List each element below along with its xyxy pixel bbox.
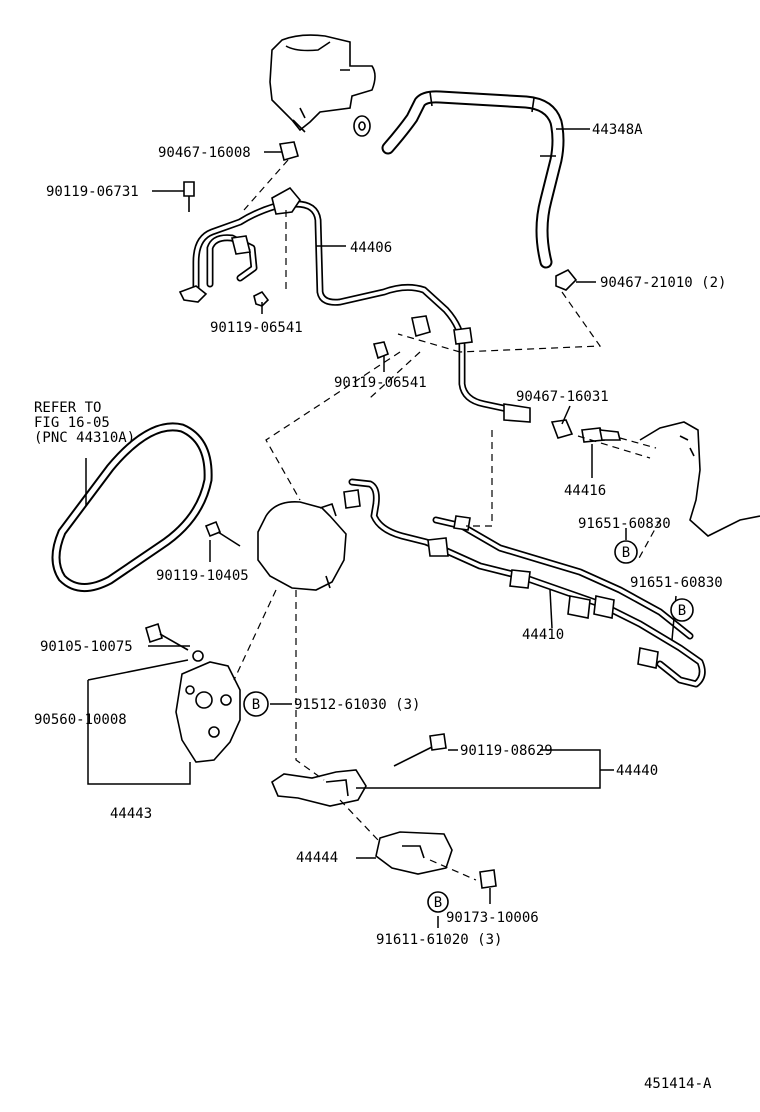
label-90560-10008: 90560-10008	[34, 712, 127, 728]
bracket-44444	[375, 831, 453, 875]
label-90119-06731: 90119-06731	[46, 184, 139, 200]
svg-text:B: B	[434, 895, 442, 911]
label-refer-pnc: (PNC 44310A)	[34, 430, 135, 446]
bolt-90119-10405	[204, 520, 241, 547]
label-44406: 44406	[350, 240, 392, 256]
label-refer-fig: FIG 16-05	[34, 415, 110, 431]
label-44443: 44443	[110, 806, 152, 822]
bolt-90119-06541-b	[372, 341, 389, 360]
label-footer-code: 451414-A	[644, 1076, 712, 1092]
clamp-90467-16031	[550, 419, 574, 439]
bracket-44443	[175, 661, 241, 763]
bolt-90119-06541-a	[253, 290, 270, 307]
union-fitting-44416	[581, 427, 622, 443]
leader-lines	[85, 128, 677, 928]
label-44348A: 44348A	[592, 122, 643, 138]
svg-text:B: B	[252, 697, 260, 713]
bolt-90119-08629	[393, 733, 447, 767]
bolt-90105-10075	[145, 622, 189, 651]
svg-text:B: B	[678, 603, 686, 619]
bracket-44440	[271, 769, 367, 807]
label-44440: 44440	[616, 763, 658, 779]
label-90119-06541-a: 90119-06541	[210, 320, 303, 336]
label-90467-16008: 90467-16008	[158, 145, 251, 161]
label-91611-61020: 91611-61020 (3)	[376, 932, 502, 948]
nut-90173-10006	[479, 869, 497, 889]
label-90105-10075: 90105-10075	[40, 639, 133, 655]
label-90119-06541-b: 90119-06541	[334, 375, 427, 391]
steering-gear-housing	[639, 421, 760, 537]
svg-text:B: B	[622, 545, 630, 561]
label-91651-60830-a: 91651-60830	[578, 516, 671, 532]
label-90467-21010: 90467-21010 (2)	[600, 275, 726, 291]
washer-90560-10008	[192, 650, 204, 662]
b-marker-1: B	[614, 540, 638, 564]
return-hose-44348A	[381, 90, 565, 269]
label-refer-to: REFER TO	[34, 400, 101, 416]
clamp-top-center	[353, 115, 371, 137]
pressure-tube-44406	[178, 186, 531, 423]
b-marker-2: B	[670, 598, 694, 622]
label-90467-16031: 90467-16031	[516, 389, 609, 405]
b-marker-3: B	[243, 691, 269, 717]
label-90173-10006: 90173-10006	[446, 910, 539, 926]
bolt-90119-06731	[183, 181, 195, 212]
label-90119-08629: 90119-08629	[460, 743, 553, 759]
b-marker-4: B	[427, 891, 449, 913]
label-44410: 44410	[522, 627, 564, 643]
label-44444: 44444	[296, 850, 338, 866]
label-91651-60830-b: 91651-60830	[630, 575, 723, 591]
drive-belt	[51, 422, 213, 592]
pressure-tube-44410	[343, 478, 706, 688]
label-91512-61030: 91512-61030 (3)	[294, 697, 420, 713]
label-44416: 44416	[564, 483, 606, 499]
clamp-90467-16008	[279, 141, 299, 161]
dashed-guides	[233, 159, 661, 881]
clamp-90467-21010	[555, 268, 578, 291]
label-90119-10405: 90119-10405	[156, 568, 249, 584]
power-steering-pump	[257, 500, 347, 591]
reservoir-tank	[269, 34, 376, 133]
